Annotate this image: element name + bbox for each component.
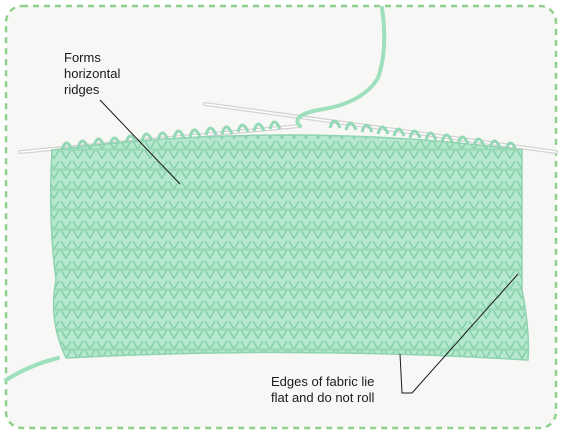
annotation-horizontal-ridges: Forms horizontal ridges xyxy=(64,50,120,98)
knitted-fabric xyxy=(51,135,529,360)
annotation-flat-edges: Edges of fabric lie flat and do not roll xyxy=(271,374,374,406)
